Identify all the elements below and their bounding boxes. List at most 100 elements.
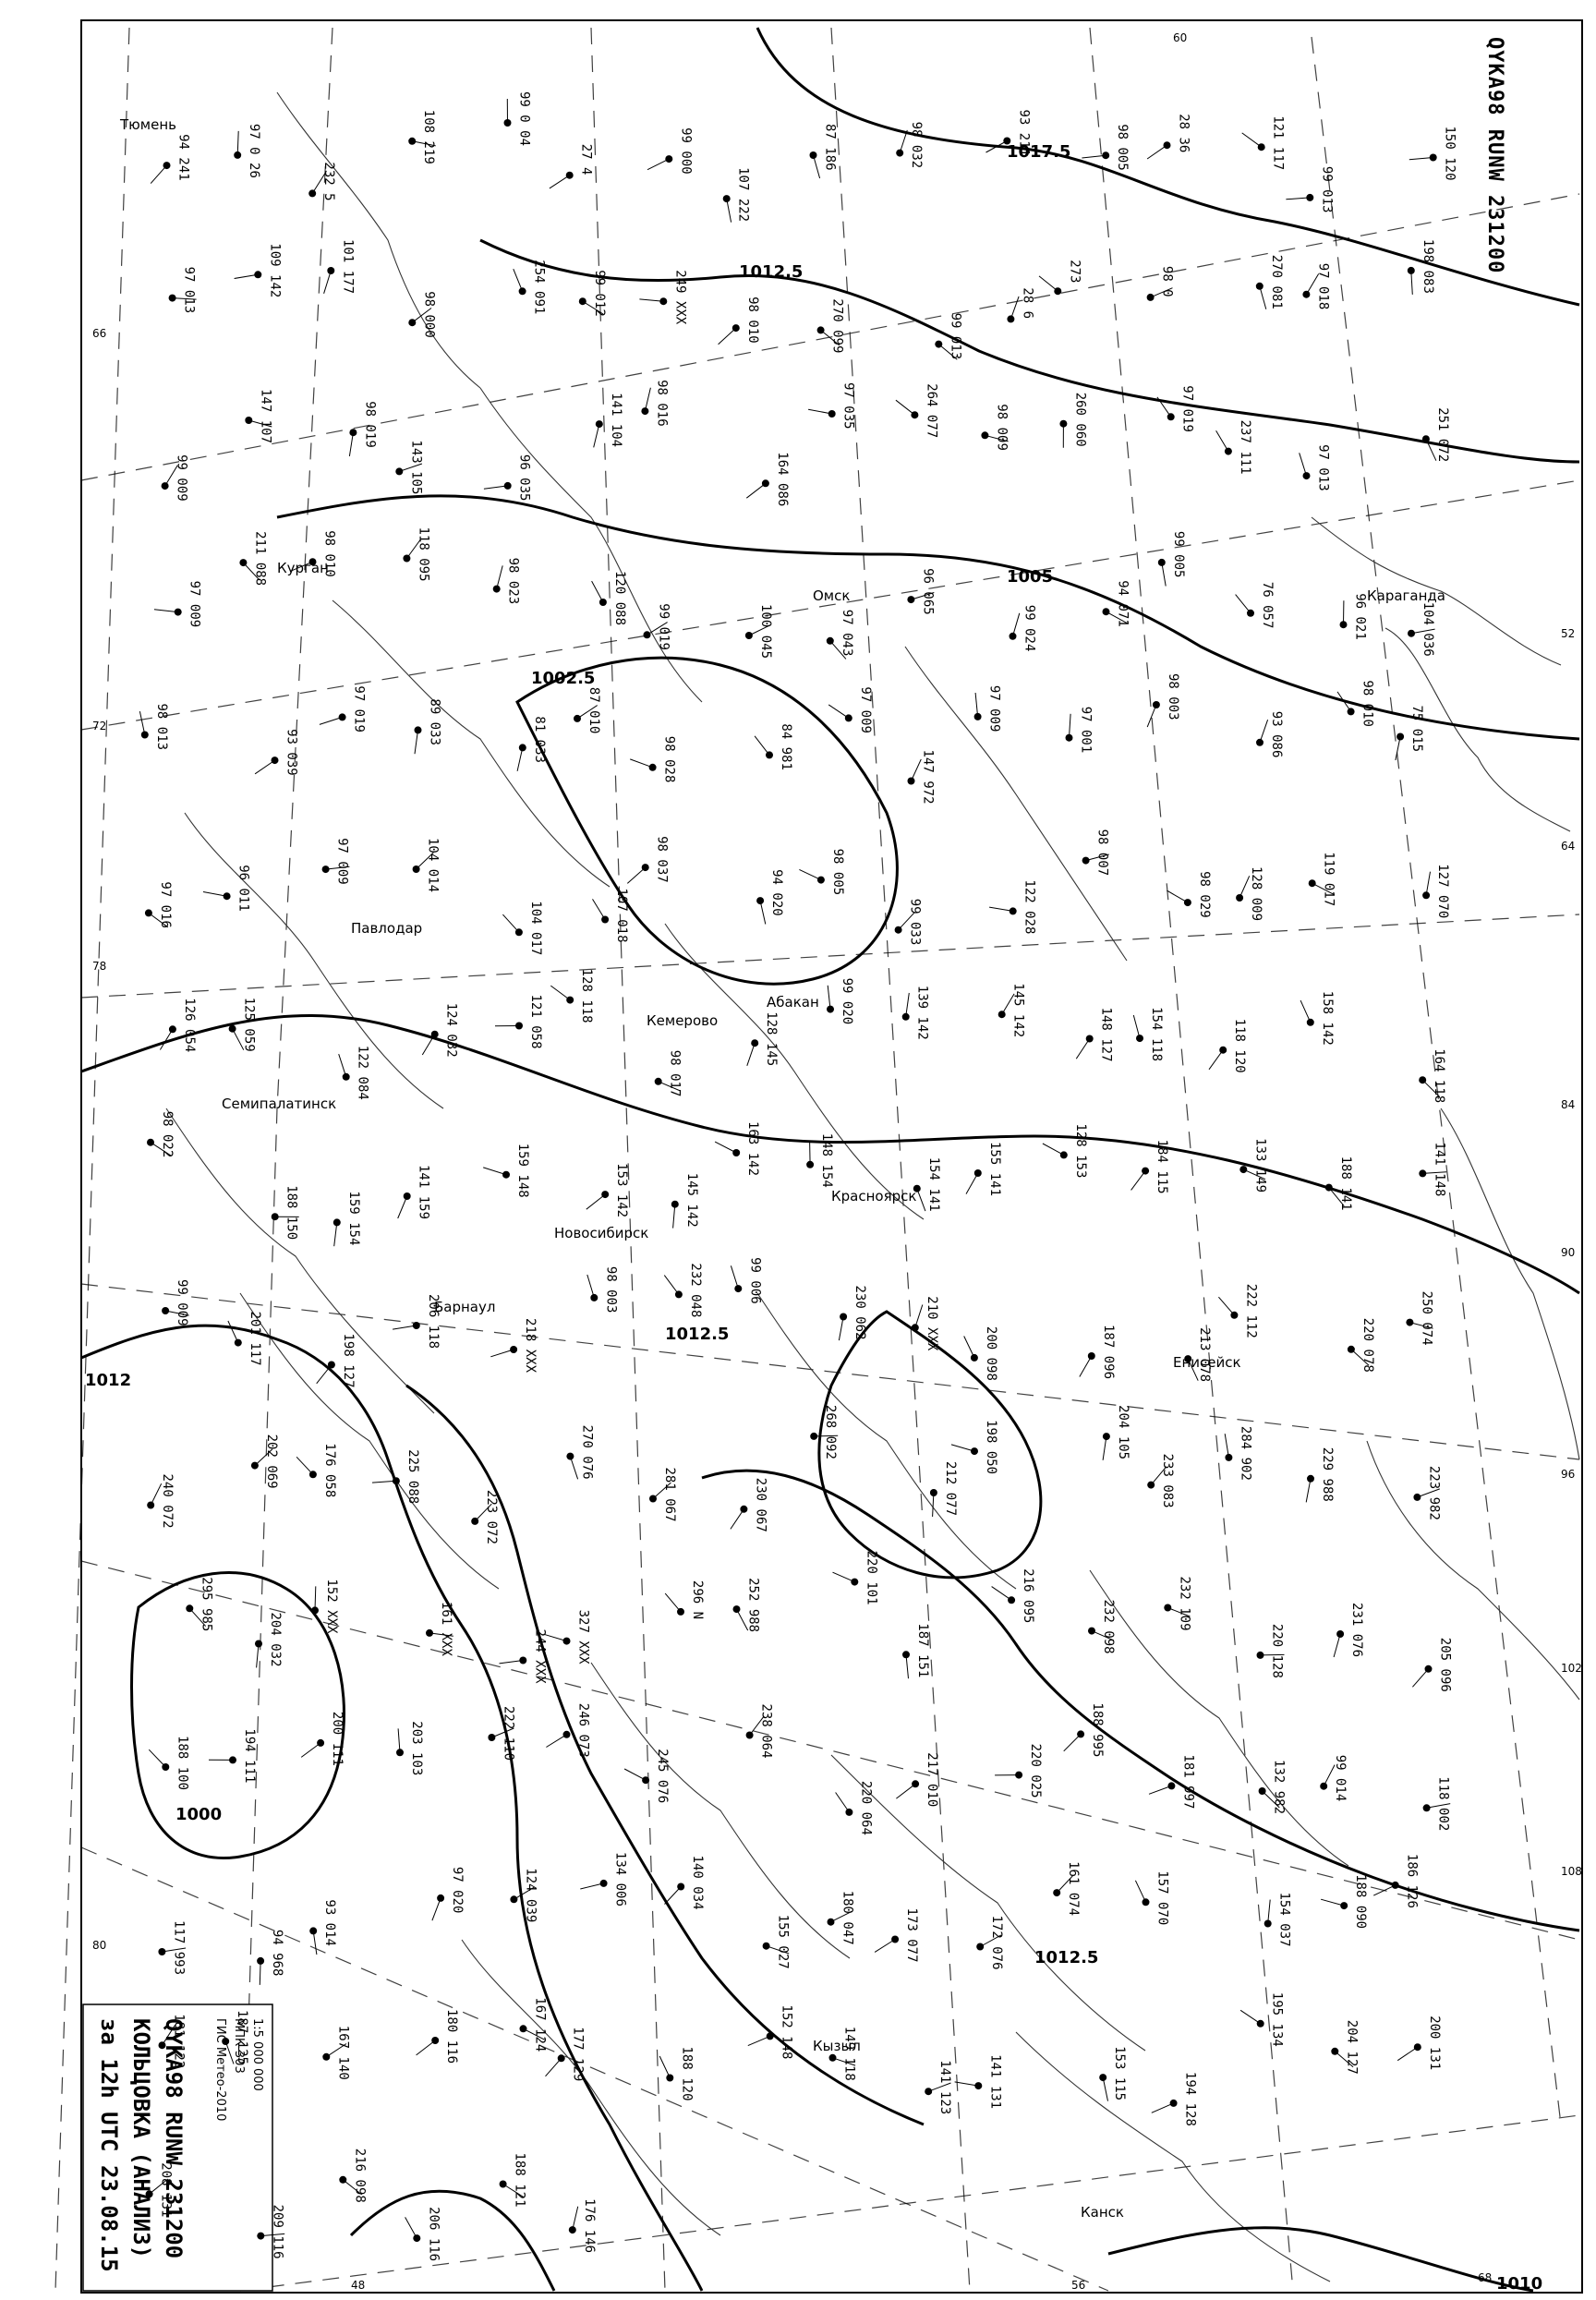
- wind-barb: [326, 2043, 347, 2058]
- station-value: 107 018: [614, 889, 629, 943]
- wind-barb: [896, 1783, 916, 1799]
- station-plot: 155 141: [965, 1142, 1002, 1196]
- station-value: 98 010: [745, 297, 760, 344]
- wind-barb: [411, 308, 432, 323]
- station-value: 284 902: [1238, 1426, 1252, 1481]
- station-value: 97 001: [1079, 707, 1094, 754]
- station-value: 128 145: [764, 1011, 779, 1066]
- station-value: 99 009: [175, 1279, 189, 1326]
- station-plot: 264 077: [895, 383, 938, 438]
- station-plot: 254 091: [513, 260, 547, 314]
- wind-barb: [502, 2184, 524, 2197]
- station-value: 140 034: [690, 1856, 705, 1910]
- station-plot: 147 107: [245, 389, 272, 443]
- station-value: 98 016: [654, 380, 669, 427]
- station-value: 98 022: [160, 1111, 175, 1158]
- station-plot: 268 092: [810, 1405, 839, 1459]
- station-plot: 97 0 26: [234, 124, 261, 178]
- wind-barb: [405, 2217, 417, 2239]
- wind-barb: [569, 1456, 579, 1480]
- station-plot: 186 126: [1372, 1854, 1420, 1908]
- station-value: 181 122: [172, 2014, 187, 2068]
- wind-barb: [1150, 1466, 1167, 1485]
- station-plot: 176 058: [296, 1443, 337, 1497]
- station-value: 250 074: [1419, 1291, 1433, 1346]
- station-value: 98 009: [994, 404, 1009, 451]
- station-value: 97 013: [182, 267, 197, 314]
- station-value: 141 159: [417, 1165, 431, 1219]
- station-plot: 97 019: [319, 685, 367, 732]
- station-value: 206 118: [426, 1294, 441, 1349]
- wind-barb: [1102, 1436, 1107, 1460]
- station-plot: 98 000: [408, 291, 436, 338]
- station-plot: 141 159: [397, 1165, 431, 1219]
- station-value: 223 072: [484, 1490, 499, 1544]
- station-value: 240 072: [160, 1474, 175, 1529]
- legend-line-1: QYKA98 RUNW 231200: [161, 2018, 187, 2258]
- chart-title-top: QYKA98 RUNW 231200: [1483, 37, 1506, 273]
- wind-barb: [311, 173, 326, 194]
- wind-barb: [416, 2040, 436, 2056]
- wind-barb: [150, 1483, 163, 1506]
- station-plot: 188 121: [499, 2153, 527, 2208]
- city-label: Барнаул: [434, 1299, 495, 1315]
- station-value: 176 058: [322, 1443, 337, 1497]
- edge-number: 84: [1561, 1098, 1575, 1111]
- wind-barb: [730, 1508, 744, 1530]
- city-label: Кемерово: [647, 1012, 718, 1029]
- isobar: [130, 1571, 345, 1859]
- station-value: 128 118: [579, 969, 594, 1023]
- station-value: 101 177: [340, 239, 355, 294]
- station-plot: 188 995: [1063, 1702, 1105, 1757]
- station-plot: 154 118: [1132, 1007, 1164, 1061]
- station-value: 97 009: [858, 686, 873, 733]
- station-plot: 232 098: [1088, 1600, 1116, 1654]
- station-plot: 208 131: [145, 2162, 174, 2217]
- wind-barb: [1091, 1630, 1115, 1641]
- isobar: [80, 1014, 1580, 1295]
- wind-barb: [1305, 1478, 1312, 1503]
- station-plot: 101 177: [323, 239, 355, 294]
- station-plot: 124 032: [421, 1003, 459, 1058]
- wind-barb: [572, 2206, 579, 2231]
- wind-barb: [1412, 1668, 1429, 1688]
- wind-barb: [663, 1275, 680, 1295]
- station-value: 109 142: [267, 243, 282, 297]
- isobar: [479, 238, 1580, 464]
- station-plot: 125 059: [228, 998, 257, 1052]
- station-value: 97 019: [352, 685, 367, 732]
- station-plot: 98 028: [630, 736, 677, 782]
- station-value: 201 117: [248, 1312, 262, 1366]
- wind-barb: [149, 2178, 169, 2195]
- wind-barb: [1426, 1803, 1451, 1809]
- wind-barb: [1075, 1038, 1091, 1059]
- station-plot: 187 151: [902, 1623, 930, 1679]
- wind-barb: [1130, 1170, 1146, 1191]
- station-value: 254 091: [532, 260, 547, 314]
- wind-barb: [630, 758, 653, 769]
- wind-barb: [546, 1734, 567, 1748]
- wind-barb: [1161, 562, 1167, 587]
- wind-barb: [905, 1654, 909, 1679]
- station-value: 94 071: [1116, 580, 1130, 627]
- wind-barb: [393, 1325, 417, 1330]
- station-value: 104 036: [1421, 602, 1435, 657]
- station-plot: 152 XXX: [311, 1579, 339, 1634]
- isobar-label: 1012.5: [739, 262, 803, 282]
- station-value: 216 095: [1021, 1568, 1035, 1623]
- station-plot: 167 140: [322, 2026, 350, 2080]
- wind-barb: [1372, 1884, 1396, 1896]
- wind-barb: [490, 1349, 514, 1358]
- station-plot: 97 013: [168, 267, 197, 314]
- station-plot: 220 025: [995, 1744, 1043, 1798]
- edge-numbers: 60 66 72 78 84 90 96 102 108 56 48 52 64…: [92, 31, 1582, 2292]
- wind-barb: [730, 1265, 739, 1289]
- station-plot: 252 988: [732, 1578, 761, 1632]
- wind-barb: [1151, 2102, 1174, 2113]
- station-value: 232 048: [688, 1263, 703, 1317]
- station-plot: 203 103: [396, 1721, 424, 1775]
- station-plot: 97 009: [321, 838, 350, 885]
- wind-barb: [1267, 1899, 1271, 1924]
- wind-barb: [1102, 2076, 1108, 2101]
- station-value: 270 081: [1269, 255, 1284, 309]
